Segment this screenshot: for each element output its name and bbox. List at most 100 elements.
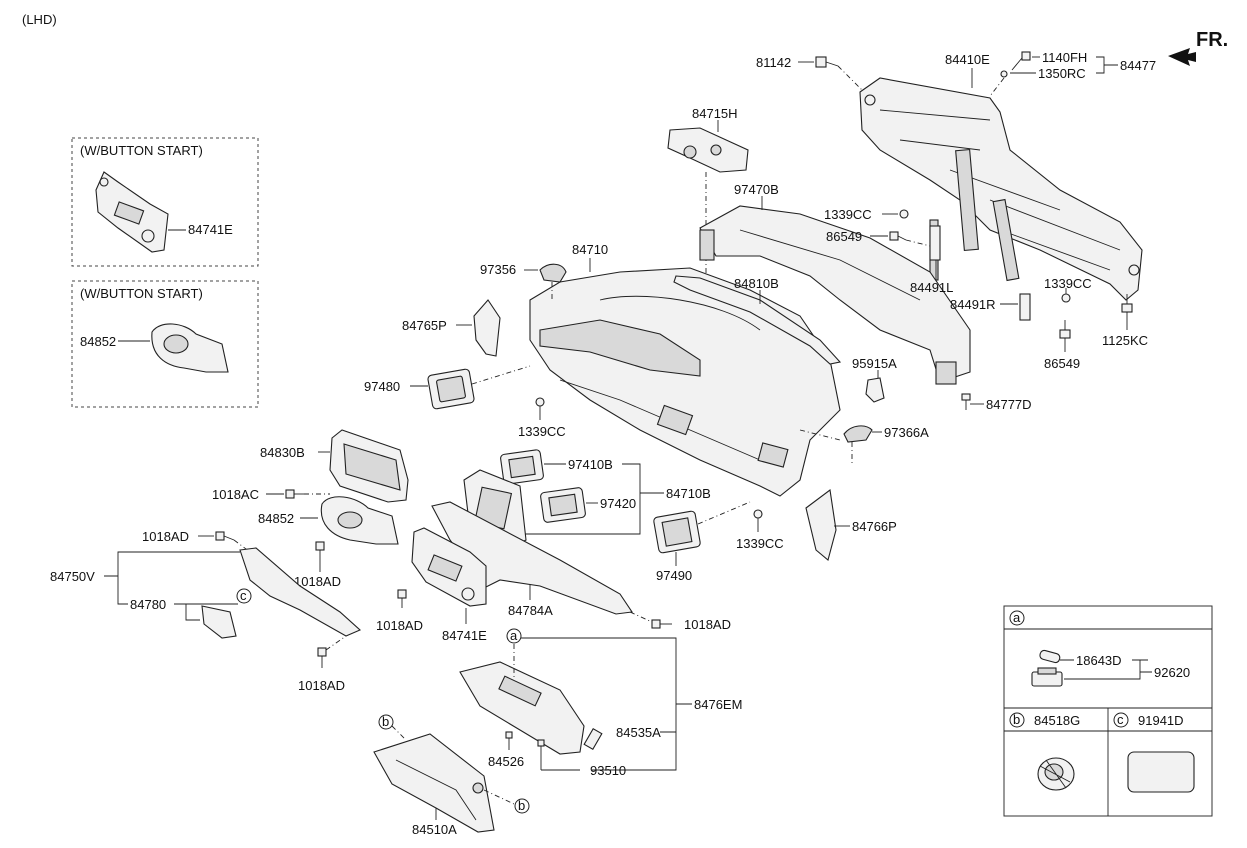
nut-1339CC-b-drawing bbox=[1061, 293, 1071, 303]
nut-1339CC-d-drawing bbox=[753, 509, 763, 519]
label-84710: 84710 bbox=[572, 242, 608, 257]
legend-c-marker bbox=[1113, 712, 1129, 728]
option-box-1-title: (W/BUTTON START) bbox=[80, 143, 203, 158]
legend-table: a 18643D 92620 b 84518G c 91941D bbox=[1003, 605, 1213, 817]
label-97356: 97356 bbox=[480, 262, 516, 277]
part-8476EM-glove-box-housing-drawing bbox=[459, 661, 603, 755]
part-84715H-bracket-drawing bbox=[667, 127, 749, 173]
legend-b-part: 84518G bbox=[1034, 713, 1080, 728]
callout-b-1 bbox=[378, 714, 394, 730]
bolt-81142-drawing bbox=[815, 56, 839, 68]
label-1018AC: 1018AC bbox=[212, 487, 259, 502]
label-84535A: 84535A bbox=[616, 725, 661, 740]
label-97490: 97490 bbox=[656, 568, 692, 583]
part-84852-option-drawing bbox=[151, 323, 229, 373]
label-1339CC-a: 1339CC bbox=[824, 207, 872, 222]
label-84784A: 84784A bbox=[508, 603, 553, 618]
label-1018AD-c: 1018AD bbox=[376, 618, 423, 633]
label-8476EM: 8476EM bbox=[694, 697, 742, 712]
label-1018AD-a: 1018AD bbox=[142, 529, 189, 544]
label-97410B: 97410B bbox=[568, 457, 613, 472]
label-84477: 84477 bbox=[1120, 58, 1156, 73]
screw-1018AD-a-drawing bbox=[215, 531, 235, 541]
label-84741E: 84741E bbox=[442, 628, 487, 643]
option-box-2-title: (W/BUTTON START) bbox=[80, 286, 203, 301]
part-84830B-cluster-housing-drawing bbox=[329, 429, 409, 503]
label-1018AD-e: 1018AD bbox=[298, 678, 345, 693]
label-1140FH: 1140FH bbox=[1042, 50, 1087, 65]
bolt-1140FH-drawing bbox=[1011, 51, 1031, 71]
part-84510A-glove-box-drawing bbox=[373, 733, 495, 833]
label-84810B: 84810B bbox=[734, 276, 779, 291]
label-84410E: 84410E bbox=[945, 52, 990, 67]
label-97470B: 97470B bbox=[734, 182, 779, 197]
callout-b-2-letter: b bbox=[518, 798, 525, 813]
label-84526: 84526 bbox=[488, 754, 524, 769]
label-1350RC: 1350RC bbox=[1038, 66, 1086, 81]
label-84766P: 84766P bbox=[852, 519, 897, 534]
screw-84526-drawing bbox=[505, 731, 513, 750]
front-direction-indicator: FR. bbox=[1168, 29, 1228, 66]
part-97356-speaker-grille-drawing bbox=[539, 263, 567, 283]
label-84852: 84852 bbox=[258, 511, 294, 526]
bolt-86549-b-drawing bbox=[1059, 320, 1071, 339]
callout-c-1 bbox=[236, 588, 252, 604]
part-84491L-bracket-drawing bbox=[929, 225, 941, 261]
part-92620-lamp-drawing bbox=[1031, 667, 1063, 687]
legend-c-part: 91941D bbox=[1138, 713, 1184, 728]
part-97420-center-vent-drawing bbox=[540, 487, 586, 523]
nut-1339CC-c-drawing bbox=[535, 397, 545, 407]
label-84491R: 84491R bbox=[950, 297, 996, 312]
screw-1018AD-d-drawing bbox=[651, 619, 672, 629]
callout-a-1 bbox=[506, 628, 522, 644]
part-84810B-strip-drawing bbox=[673, 275, 842, 365]
variant-label: (LHD) bbox=[22, 12, 57, 27]
label-84780: 84780 bbox=[130, 597, 166, 612]
label-97420: 97420 bbox=[600, 496, 636, 511]
label-1018AD-b: 1018AD bbox=[294, 574, 341, 589]
part-84852-column-shroud-drawing bbox=[320, 496, 399, 545]
part-84710-crash-pad-drawing bbox=[529, 267, 841, 497]
callout-c-1-letter: c bbox=[240, 588, 247, 603]
part-18643D-bulb-drawing bbox=[1039, 649, 1061, 664]
nut-1339CC-a-drawing bbox=[899, 209, 909, 219]
label-84750V: 84750V bbox=[50, 569, 95, 584]
label-86549-b: 86549 bbox=[1044, 356, 1080, 371]
bolt-86549-a-drawing bbox=[889, 231, 907, 241]
legend-b-letter: b bbox=[1013, 712, 1020, 727]
nut-1350RC-drawing bbox=[1000, 70, 1008, 78]
label-1339CC-d: 1339CC bbox=[736, 536, 784, 551]
callout-b-2 bbox=[514, 798, 530, 814]
label-95915A: 95915A bbox=[852, 356, 897, 371]
label-84510A: 84510A bbox=[412, 822, 457, 837]
part-91941D-pad-drawing bbox=[1127, 751, 1195, 793]
label-84830B: 84830B bbox=[260, 445, 305, 460]
label-1339CC-b: 1339CC bbox=[1044, 276, 1092, 291]
screw-93510-drawing bbox=[537, 739, 545, 770]
label-84777D: 84777D bbox=[986, 397, 1032, 412]
screw-1018AD-c-drawing bbox=[397, 589, 407, 608]
part-97410B-center-vent-drawing bbox=[500, 449, 544, 485]
legend-c-letter: c bbox=[1117, 712, 1124, 727]
label-84491L: 84491L bbox=[910, 280, 953, 295]
label-97366A: 97366A bbox=[884, 425, 929, 440]
part-84518G-damper-drawing bbox=[1037, 757, 1075, 791]
label-84715H: 84715H bbox=[692, 106, 738, 121]
label-93510: 93510 bbox=[590, 763, 626, 778]
part-84750V-lower-trim-drawing bbox=[239, 547, 362, 637]
part-84741E-center-panel-drawing bbox=[411, 527, 487, 607]
label-1125KC: 1125KC bbox=[1102, 333, 1148, 348]
option-box-2-part: 84852 bbox=[80, 334, 116, 349]
legend-a-marker bbox=[1009, 610, 1025, 626]
front-direction-label: FR. bbox=[1196, 29, 1228, 51]
label-84710B: 84710B bbox=[666, 486, 711, 501]
part-97490-side-vent-drawing bbox=[653, 510, 701, 554]
label-1339CC-c: 1339CC bbox=[518, 424, 566, 439]
callout-a-1-letter: a bbox=[510, 628, 518, 643]
screw-1018AD-b-drawing bbox=[315, 541, 325, 562]
label-97480: 97480 bbox=[364, 379, 400, 394]
label-81142: 81142 bbox=[756, 55, 791, 70]
label-86549-a: 86549 bbox=[826, 229, 862, 244]
